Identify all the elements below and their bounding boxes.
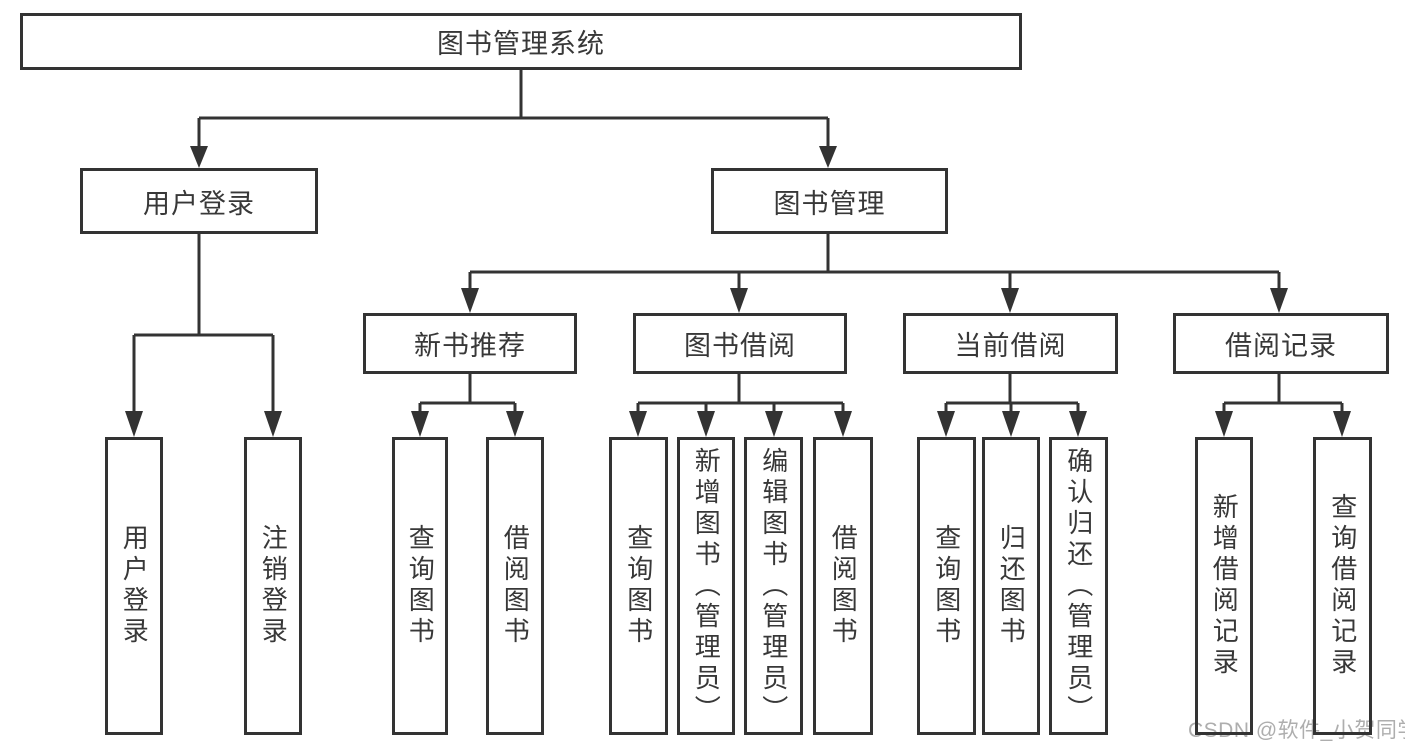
leaf-borrow-books: 借阅图书 — [813, 437, 873, 735]
leaf-confirm-return-admin: 确认归还（管理员） — [1049, 437, 1108, 735]
node-book-borrow: 图书借阅 — [633, 313, 847, 374]
leaf-user-login-label: 用户登录 — [119, 524, 150, 648]
node-current-borrow-label: 当前借阅 — [954, 331, 1067, 361]
leaf-add-books-admin-label: 新增图书（管理员） — [691, 446, 722, 726]
node-current-borrow: 当前借阅 — [903, 313, 1118, 374]
leaf-query-borrow-record: 查询借阅记录 — [1313, 437, 1372, 735]
leaf-query-books-current: 查询图书 — [917, 437, 976, 735]
leaf-user-login: 用户登录 — [105, 437, 163, 735]
leaf-add-borrow-record-label: 新增借阅记录 — [1209, 493, 1240, 679]
node-root-label: 图书管理系统 — [437, 29, 605, 59]
leaf-return-books-label: 归还图书 — [996, 524, 1027, 648]
node-user-login: 用户登录 — [80, 168, 318, 234]
node-user-login-label: 用户登录 — [143, 188, 255, 219]
leaf-return-books: 归还图书 — [982, 437, 1040, 735]
leaf-query-books-current-label: 查询图书 — [931, 524, 962, 648]
node-new-book-recommend-label: 新书推荐 — [414, 331, 526, 361]
node-root: 图书管理系统 — [20, 13, 1022, 70]
node-book-borrow-label: 图书借阅 — [684, 331, 796, 361]
node-borrow-records: 借阅记录 — [1173, 313, 1389, 374]
leaf-logout: 注销登录 — [244, 437, 302, 735]
leaf-add-books-admin: 新增图书（管理员） — [677, 437, 735, 735]
leaf-edit-books-admin-label: 编辑图书（管理员） — [758, 446, 789, 726]
leaf-query-borrow-record-label: 查询借阅记录 — [1327, 493, 1358, 679]
leaf-query-books-recommend-label: 查询图书 — [405, 524, 436, 648]
node-book-management-label: 图书管理 — [773, 188, 886, 219]
node-borrow-records-label: 借阅记录 — [1225, 331, 1337, 361]
csdn-watermark: CSDN @软件_小贺同学 — [1188, 719, 1405, 742]
leaf-edit-books-admin: 编辑图书（管理员） — [744, 437, 803, 735]
leaf-add-borrow-record: 新增借阅记录 — [1195, 437, 1253, 735]
leaf-query-books-borrow-label: 查询图书 — [623, 524, 654, 648]
leaf-borrow-books-label: 借阅图书 — [828, 524, 859, 648]
leaf-logout-label: 注销登录 — [258, 524, 289, 648]
leaf-query-books-borrow: 查询图书 — [609, 437, 668, 735]
leaf-confirm-return-admin-label: 确认归还（管理员） — [1063, 446, 1094, 726]
node-book-management: 图书管理 — [711, 168, 948, 234]
leaf-borrow-books-recommend: 借阅图书 — [486, 437, 544, 735]
leaf-query-books-recommend: 查询图书 — [392, 437, 448, 735]
node-new-book-recommend: 新书推荐 — [363, 313, 577, 374]
leaf-borrow-books-recommend-label: 借阅图书 — [500, 524, 531, 648]
